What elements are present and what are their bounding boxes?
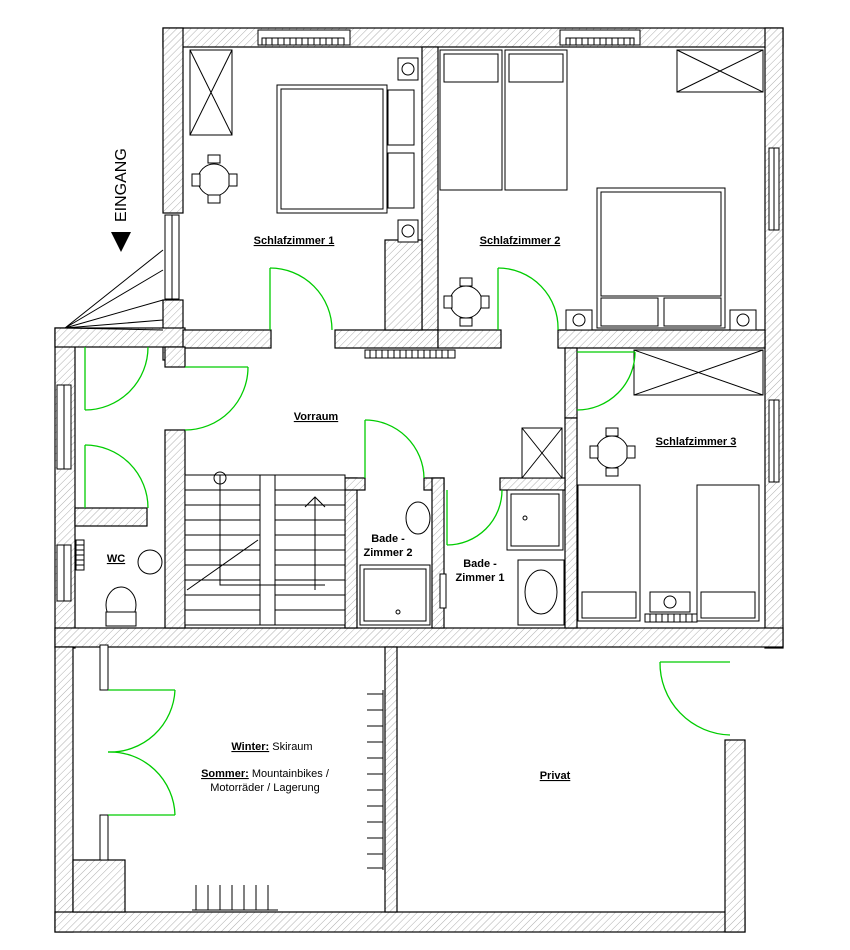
- label-schlafzimmer-1: Schlafzimmer 1: [254, 235, 335, 247]
- bedroom-1-furniture: [189, 49, 419, 243]
- label-badezimmer-2-line1: Bade -: [371, 533, 405, 545]
- bedroom-2-furniture: [439, 49, 764, 331]
- doors: [84, 267, 731, 816]
- label-schlafzimmer-3: Schlafzimmer 3: [656, 436, 737, 448]
- outer-walls: [54, 27, 784, 933]
- label-privat: Privat: [540, 770, 571, 782]
- ski-racks: [192, 690, 384, 911]
- entrance-arrow-icon: [111, 232, 131, 252]
- entrance-lines: [64, 232, 164, 331]
- radiators: [75, 37, 698, 623]
- staircase: [184, 471, 346, 626]
- summer-key: Sommer:: [201, 768, 249, 780]
- shaft: [521, 427, 563, 479]
- label-summer-line2: Motorräder / Lagerung: [210, 782, 319, 794]
- label-schlafzimmer-2: Schlafzimmer 2: [480, 235, 561, 247]
- labels: EINGANG Schlafzimmer 1 Schlafzimmer 2 Sc…: [107, 148, 737, 794]
- winter-key: Winter:: [231, 741, 269, 753]
- label-winter: Winter: Skiraum: [231, 741, 312, 753]
- interior-walls: [74, 46, 766, 629]
- label-summer: Sommer: Mountainbikes /: [201, 768, 330, 780]
- bedroom-3-furniture: [577, 349, 764, 622]
- summer-value: Mountainbikes /: [249, 768, 330, 780]
- label-wc: WC: [107, 553, 125, 565]
- winter-value: Skiraum: [269, 741, 312, 753]
- label-badezimmer-1-line1: Bade -: [463, 558, 497, 570]
- bathroom-fixtures: [105, 489, 565, 627]
- label-badezimmer-2-line2: Zimmer 2: [364, 547, 413, 559]
- label-vorraum: Vorraum: [294, 411, 339, 423]
- entrance-label: EINGANG: [113, 148, 130, 222]
- label-badezimmer-1-line2: Zimmer 1: [456, 572, 505, 584]
